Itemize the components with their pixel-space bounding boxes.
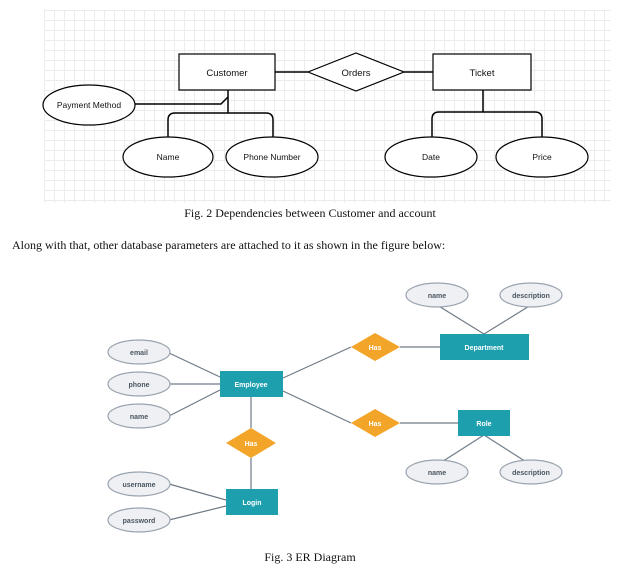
relationship-employee-department-label: Has: [369, 345, 382, 352]
attr-email: [107, 339, 171, 365]
attr-emp-name: [107, 403, 171, 429]
attr-role-name: [405, 459, 469, 485]
entity-login-label: Login: [242, 500, 261, 507]
attr-phone-label: phone: [129, 382, 150, 389]
fig2-diagram: Customer Orders Ticket Payment Method Na…: [42, 52, 589, 178]
attr-emp-name-label: name: [130, 414, 148, 421]
attr-phone-number: [225, 136, 319, 178]
attr-email-label: email: [130, 350, 148, 357]
attr-dept-name: [405, 282, 469, 308]
body-paragraph: Along with that, other database paramete…: [12, 238, 446, 252]
relationship-employee-role: [351, 409, 400, 437]
attr-role-description: [499, 459, 563, 485]
relationship-orders: [306, 52, 406, 92]
entity-customer: [178, 53, 276, 91]
attr-password: [107, 507, 171, 533]
attr-dept-description: [499, 282, 563, 308]
entity-department-label: Department: [465, 345, 505, 352]
relationship-employee-login: [226, 428, 276, 458]
relationship-orders-label: Orders: [341, 68, 370, 79]
relationship-employee-role-label: Has: [369, 421, 382, 428]
attr-username-label: username: [122, 482, 155, 489]
entity-ticket-label: Ticket: [470, 68, 495, 79]
fig3-er-diagram: email phone name username password name …: [107, 282, 563, 533]
attr-dept-description-label: description: [512, 293, 550, 300]
attr-dept-name-label: name: [428, 293, 446, 300]
attr-role-name-label: name: [428, 470, 446, 477]
entity-role-label: Role: [476, 421, 491, 428]
attr-date-label: Date: [422, 152, 440, 162]
attr-name-label: Name: [157, 152, 180, 162]
entity-employee: [220, 371, 283, 397]
attr-price: [495, 136, 589, 178]
attr-phone: [107, 371, 171, 397]
entity-customer-label: Customer: [206, 68, 247, 79]
entity-ticket: [432, 53, 532, 91]
attr-date: [384, 136, 478, 178]
attr-password-label: password: [123, 518, 156, 525]
attr-price-label: Price: [532, 152, 552, 162]
attr-role-description-label: description: [512, 470, 550, 477]
entity-department: [440, 334, 529, 360]
entity-employee-label: Employee: [234, 382, 267, 389]
attr-name: [122, 136, 214, 178]
fig3-caption: Fig. 3 ER Diagram: [264, 550, 356, 564]
attr-username: [107, 471, 171, 497]
relationship-employee-login-label: Has: [245, 441, 258, 448]
fig2-caption: Fig. 2 Dependencies between Customer and…: [184, 206, 436, 220]
attr-payment-method: [42, 84, 136, 126]
attr-payment-method-label: Payment Method: [57, 100, 122, 110]
entity-role: [458, 410, 510, 436]
attr-phone-number-label: Phone Number: [243, 152, 300, 162]
entity-login: [226, 489, 278, 515]
relationship-employee-department: [351, 333, 400, 361]
